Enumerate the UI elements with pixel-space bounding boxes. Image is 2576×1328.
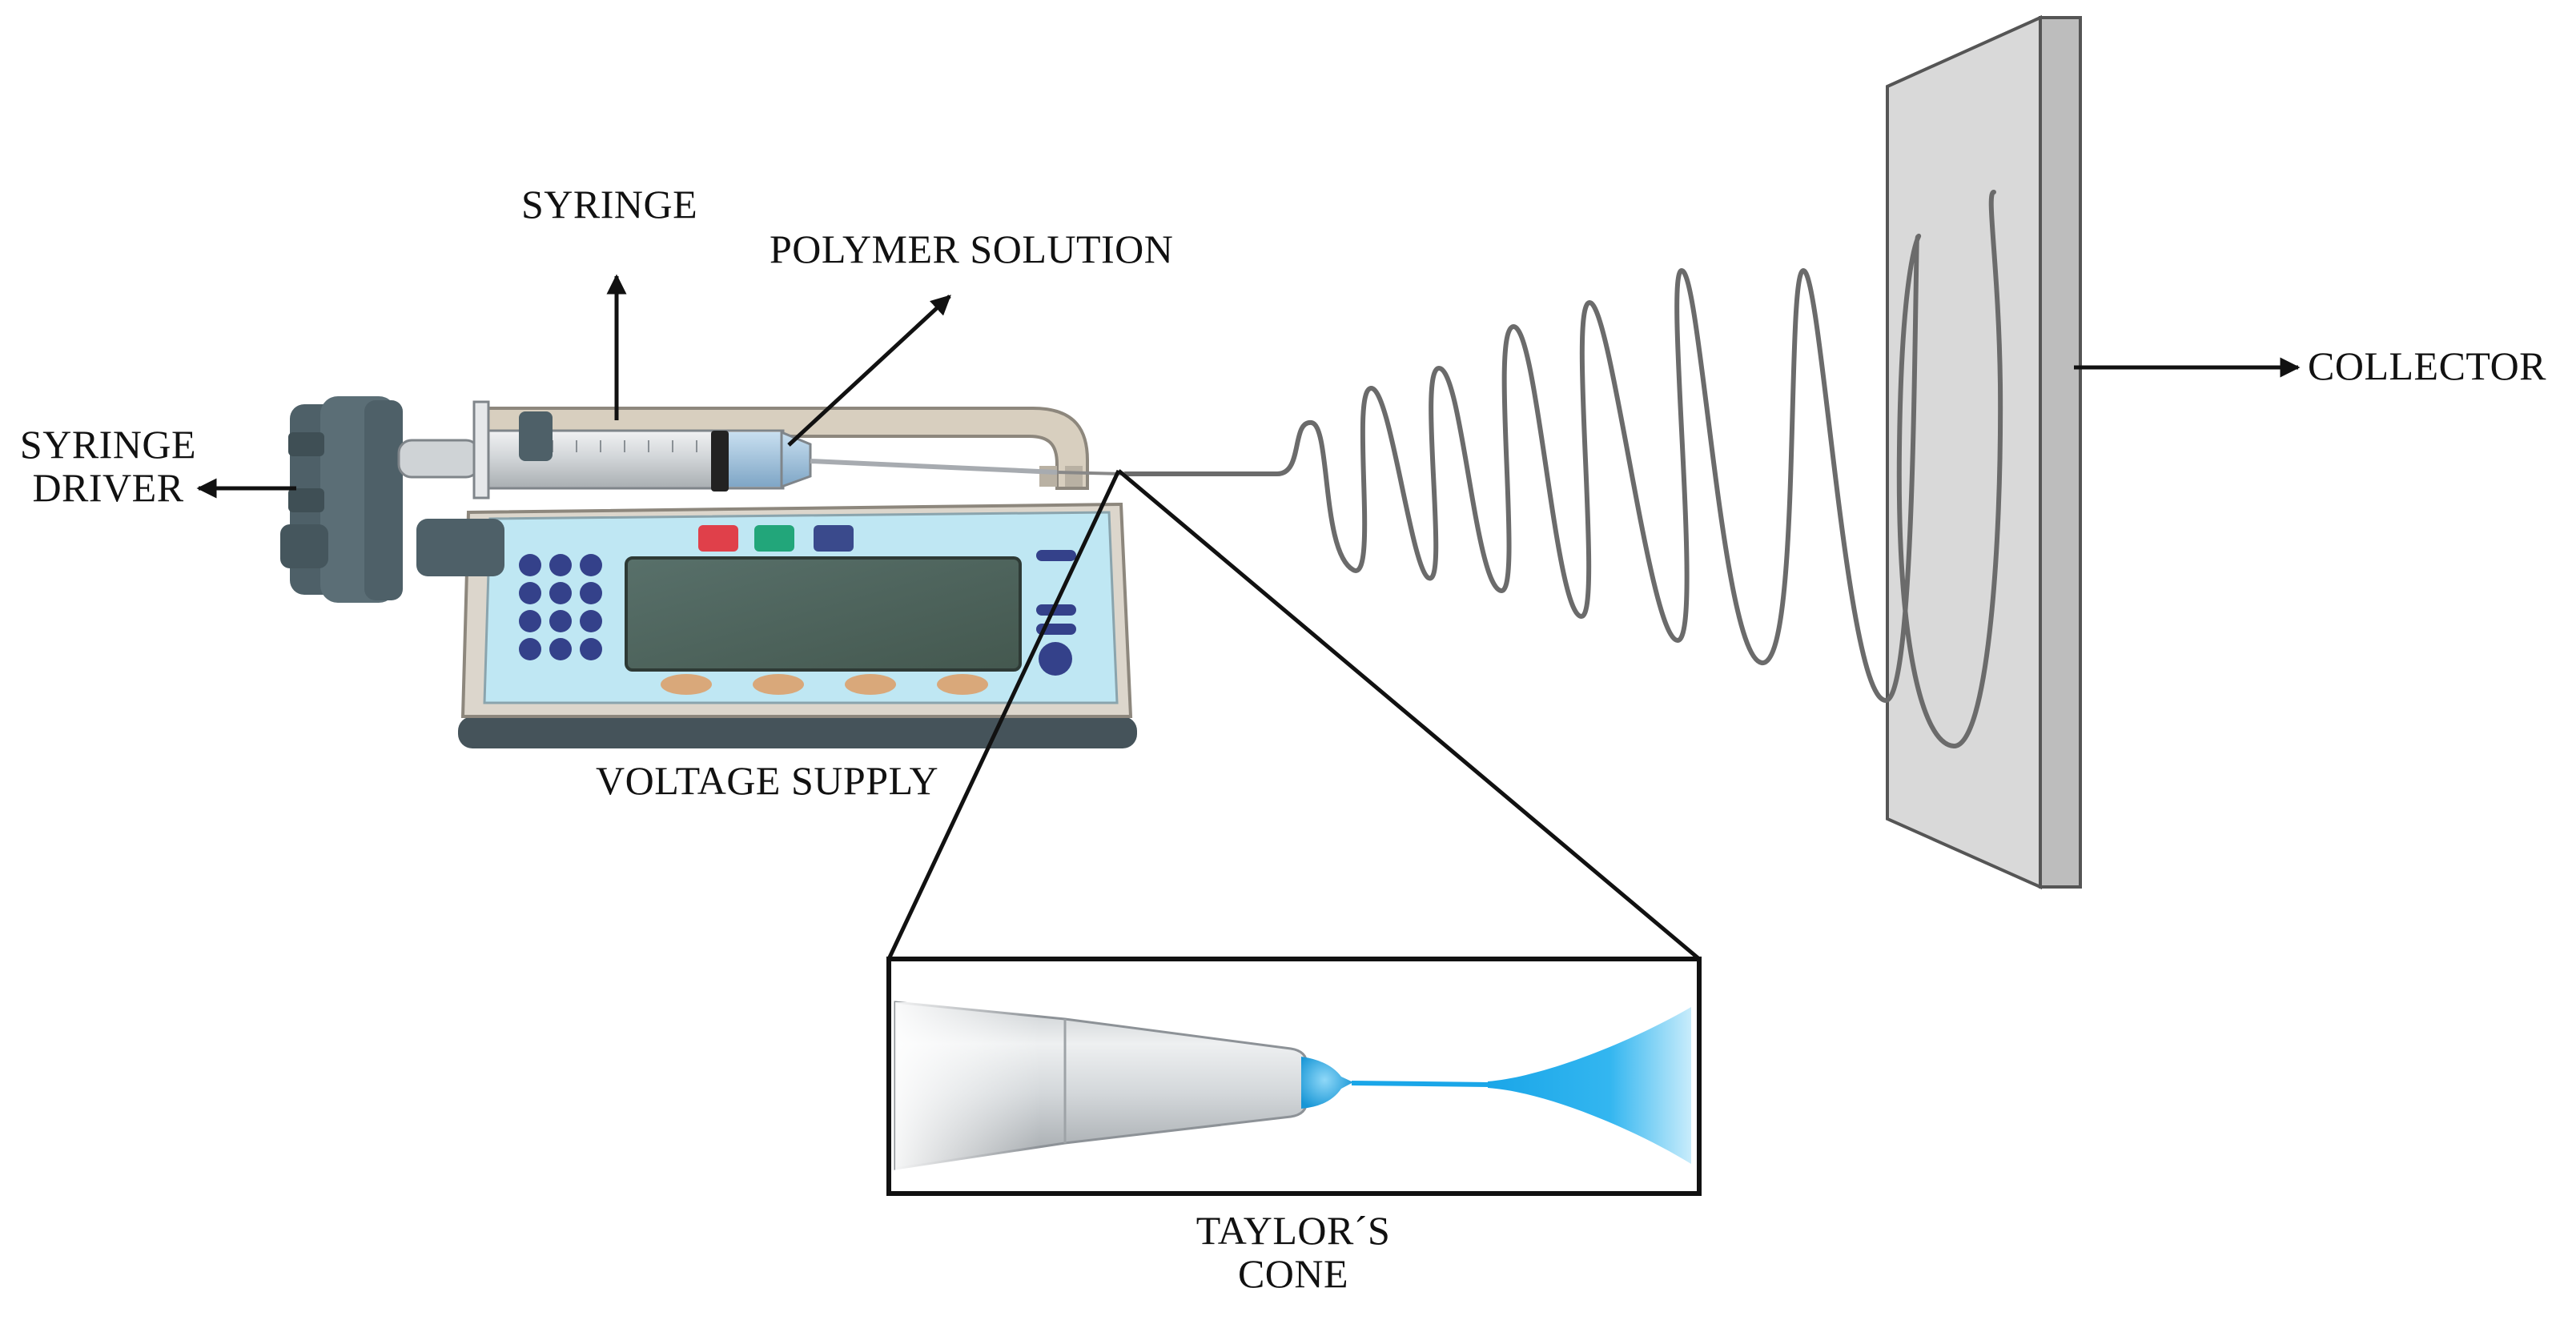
- taylor-cone-inset: [886, 957, 1702, 1196]
- syringe-driver-label-line2: DRIVER: [32, 465, 184, 510]
- syringe-label: SYRINGE: [521, 182, 698, 227]
- taylors-cone-label-line2: CONE: [1237, 1251, 1349, 1296]
- collector-label: COLLECTOR: [2308, 343, 2547, 388]
- syringe: [397, 400, 1126, 500]
- keypad: [519, 554, 602, 660]
- collector-plate: [1886, 14, 2082, 890]
- syringe-driver-label: SYRINGE DRIVER: [10, 423, 207, 509]
- voltage-supply-label: VOLTAGE SUPPLY: [596, 758, 939, 803]
- pump-display: [625, 556, 1022, 672]
- taylors-cone-label-line1: TAYLOR´S: [1196, 1208, 1391, 1253]
- blue-button: [814, 525, 854, 552]
- syringe-driver-label-line1: SYRINGE: [19, 422, 197, 467]
- syringe-driver: [280, 396, 504, 603]
- taylors-cone-label: TAYLOR´S CONE: [1113, 1209, 1473, 1295]
- zoom-lines: [886, 469, 1701, 961]
- fiber-spiral: [1123, 190, 2003, 749]
- red-button: [698, 525, 738, 552]
- polymer-solution-arrow: [787, 295, 951, 447]
- polymer-solution-label: POLYMER SOLUTION: [770, 227, 1174, 271]
- syringe-pump: [280, 396, 1137, 748]
- side-controls: [1036, 550, 1076, 676]
- green-button: [754, 525, 794, 552]
- soft-keys: [661, 674, 988, 695]
